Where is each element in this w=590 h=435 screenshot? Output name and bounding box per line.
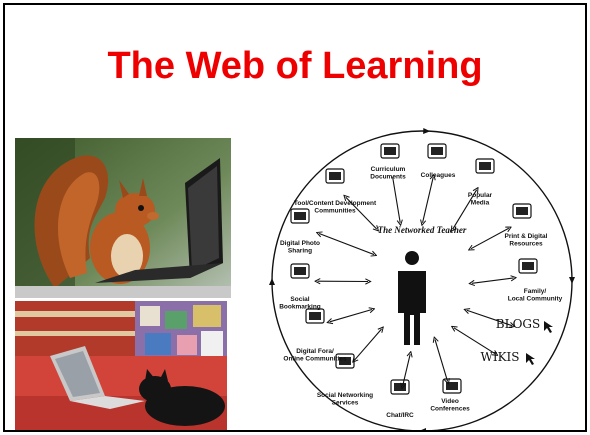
diagram-node: Colleagues bbox=[421, 143, 456, 223]
diagram-node-label: Local Community bbox=[508, 296, 563, 303]
diagram-node-label: Video bbox=[441, 398, 459, 405]
cat-laptop-photo bbox=[15, 301, 227, 430]
diagram-node-label: Conferences bbox=[430, 406, 470, 413]
connector-arrow bbox=[423, 177, 434, 223]
computers-icon bbox=[305, 308, 325, 324]
diagram-node-label: Family/ bbox=[524, 288, 547, 295]
center-title: The Networked Teacher bbox=[378, 225, 467, 235]
diagram-node-label: Tool/Content Development bbox=[294, 200, 377, 207]
diagram-node: BLOGS bbox=[467, 310, 553, 333]
connector-arrow bbox=[453, 190, 477, 229]
diagram-node-label: BLOGS bbox=[496, 317, 540, 331]
diagram-node-label: Popular bbox=[468, 192, 493, 199]
diagram-node: Chat/IRC bbox=[386, 354, 414, 419]
connector-arrow bbox=[403, 354, 411, 386]
photos-icon bbox=[290, 208, 310, 224]
cursor-icon bbox=[544, 321, 553, 333]
diagram-node-label: Documents bbox=[370, 174, 406, 181]
bookmark-icon bbox=[290, 263, 310, 279]
connector-arrow bbox=[471, 228, 509, 248]
diagram-node-label: Digital Photo bbox=[280, 240, 320, 247]
diagram-node-label: Bookmarking bbox=[279, 304, 321, 311]
diagram-node-label: Resources bbox=[509, 241, 543, 248]
connector-arrow bbox=[467, 310, 512, 325]
connector-arrow bbox=[454, 328, 496, 354]
network-icon bbox=[335, 353, 355, 369]
diagram-node-label: Social Networking bbox=[317, 392, 373, 399]
ring-arrowhead bbox=[421, 428, 426, 430]
connector-arrow bbox=[392, 176, 401, 223]
diagram-node-label: Communities bbox=[314, 208, 356, 215]
ring-arrowhead bbox=[269, 278, 275, 285]
diagram-node-label: WIKIS bbox=[481, 350, 520, 364]
tv-icon bbox=[475, 158, 495, 174]
diagram-node: WIKIS bbox=[454, 328, 535, 365]
chat-screen-icon bbox=[390, 379, 410, 395]
diagram-node-label: Chat/IRC bbox=[386, 412, 414, 419]
diagram-node-label: Social bbox=[290, 296, 309, 303]
diagram-node-label: Services bbox=[332, 400, 359, 407]
diagram-node-label: Digital Fora/ bbox=[296, 348, 334, 355]
connector-arrow bbox=[354, 329, 381, 360]
squirrel-laptop-photo bbox=[15, 138, 231, 298]
diagram-node-label: Print & Digital bbox=[505, 233, 548, 240]
diagram-node-label: Media bbox=[471, 200, 490, 207]
slide-title: The Web of Learning bbox=[107, 45, 483, 87]
connector-arrow bbox=[346, 197, 377, 229]
family-icon bbox=[518, 258, 538, 274]
diagram-node-label: Colleagues bbox=[421, 172, 456, 179]
connector-arrow bbox=[330, 310, 372, 322]
people-icon bbox=[427, 143, 447, 159]
diagram-node: Family/Local Community bbox=[472, 258, 563, 303]
slide: The Web of Learning bbox=[3, 3, 587, 432]
diagram-node: Digital Fora/Online Communities bbox=[283, 309, 372, 363]
diagram-node-label: Curriculum bbox=[371, 166, 406, 173]
diagram-node-label: Online Communities bbox=[283, 356, 347, 363]
cursor-icon bbox=[526, 353, 535, 365]
ring-arrowhead bbox=[569, 277, 575, 284]
connector-arrow bbox=[472, 278, 514, 283]
printer-icon bbox=[512, 203, 532, 219]
connector-arrow bbox=[319, 233, 374, 254]
video-conference-icon bbox=[442, 378, 462, 394]
diagram-node-label: Sharing bbox=[288, 248, 312, 255]
connector-arrow bbox=[435, 340, 448, 382]
documents-icon bbox=[380, 143, 400, 159]
ring-arrowhead bbox=[423, 127, 431, 134]
networked-teacher-diagram: The Networked Teacher CurriculumDocuments… bbox=[269, 127, 575, 430]
tools-icon bbox=[325, 168, 345, 184]
teacher-figure-icon bbox=[398, 251, 426, 345]
